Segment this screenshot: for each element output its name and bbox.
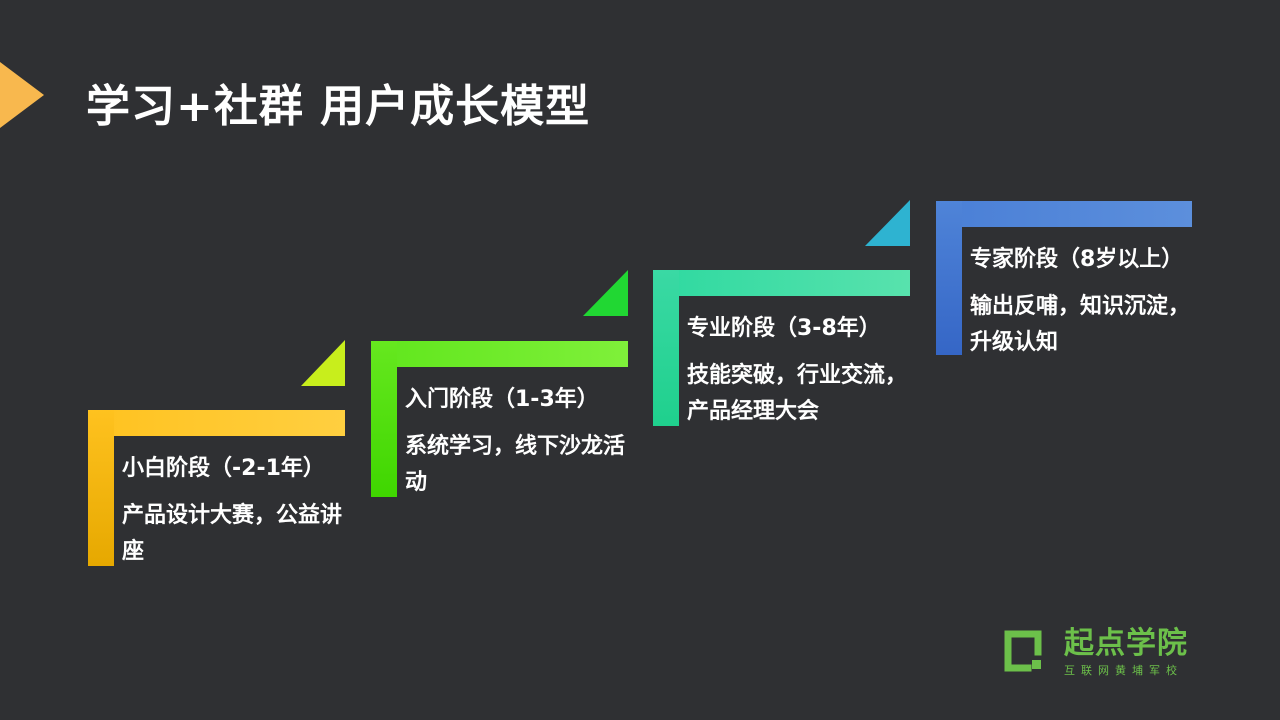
step-top-bar [371, 341, 628, 367]
step-top-bar [936, 201, 1192, 227]
corner-triangle-icon [583, 270, 628, 316]
stage-description: 技能突破，行业交流，产品经理大会 [687, 363, 908, 424]
step-left-bar [936, 201, 962, 355]
stage-description: 系统学习，线下沙龙活动 [405, 434, 626, 495]
corner-triangle-icon [301, 340, 345, 386]
stage-description: 输出反哺，知识沉淀，升级认知 [970, 294, 1191, 355]
logo: 起点学院 互联网黄埔军校 [1004, 628, 1219, 678]
stage-description: 产品设计大赛，公益讲座 [122, 503, 343, 564]
stage-step-2: 入门阶段（1-3年） 系统学习，线下沙龙活动 [371, 270, 631, 497]
stage-step-1: 小白阶段（-2-1年） 产品设计大赛，公益讲座 [88, 340, 348, 566]
stage-name: 专业阶段（3-8年） [687, 316, 881, 341]
stage-name: 小白阶段（-2-1年） [122, 456, 325, 481]
step-left-bar [653, 270, 679, 426]
stage-step-4: 专家阶段（8岁以上） 输出反哺，知识沉淀，升级认知 [936, 201, 1196, 357]
stage-step-3: 专业阶段（3-8年） 技能突破，行业交流，产品经理大会 [653, 200, 913, 426]
corner-triangle-icon [865, 200, 910, 246]
step-top-bar [653, 270, 910, 296]
stage-name: 专家阶段（8岁以上） [970, 247, 1184, 272]
step-left-bar [371, 341, 397, 497]
logo-tagline: 互联网黄埔军校 [1064, 664, 1183, 677]
step-left-bar [88, 410, 114, 566]
bracket-logo-icon [1004, 630, 1042, 672]
accent-triangle-icon [0, 62, 44, 128]
step-top-bar [88, 410, 345, 436]
stage-name: 入门阶段（1-3年） [405, 387, 599, 412]
page-title: 学习+社群 用户成长模型 [86, 81, 591, 132]
logo-name: 起点学院 [1064, 626, 1188, 661]
